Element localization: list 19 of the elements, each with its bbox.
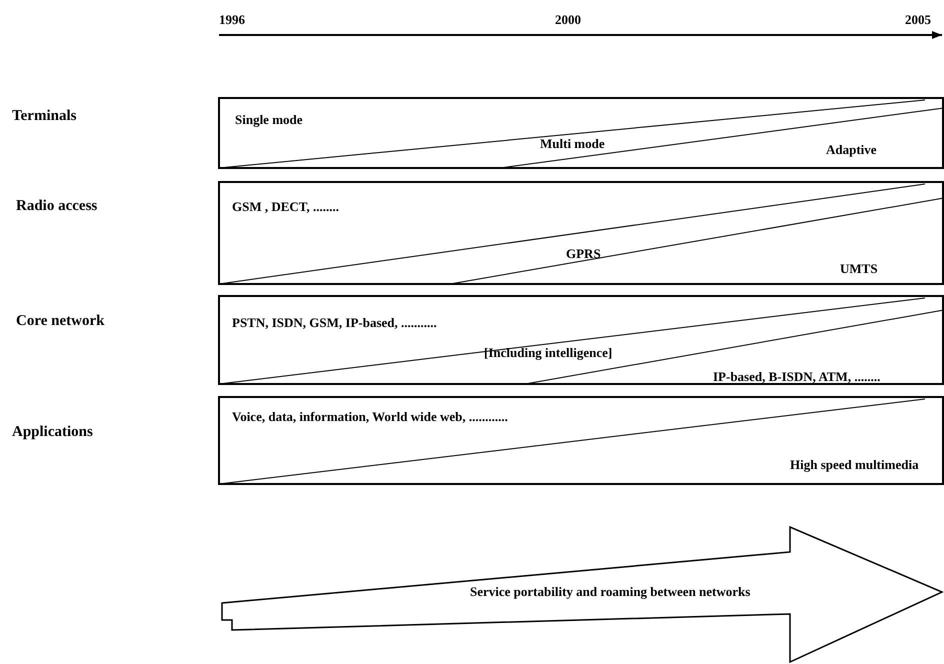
arrow-text: Service portability and roaming between networks [470, 584, 750, 599]
band-text: Single mode [235, 113, 303, 126]
band-text: IP-based, B-ISDN, ATM, ........ [713, 370, 880, 383]
band-text: [Including intelligence] [484, 346, 612, 359]
year-label: 2005 [905, 12, 931, 27]
row-heading: Terminals [12, 108, 76, 125]
band-text: GPRS [566, 247, 601, 260]
row-heading: Core network [16, 313, 104, 330]
band-text: High speed multimedia [790, 458, 919, 471]
year-label: 1996 [219, 12, 245, 27]
band-text: PSTN, ISDN, GSM, IP-based, ........... [232, 316, 437, 329]
row-heading: Applications [12, 424, 93, 441]
band-text: GSM , DECT, ........ [232, 200, 340, 213]
band-text: Multi mode [540, 137, 605, 150]
band-text: Adaptive [826, 143, 877, 156]
row-heading: Radio access [16, 198, 98, 215]
band-text: Voice, data, information, World wide web, ............ [232, 410, 508, 423]
year-label: 2000 [555, 12, 581, 27]
band-text: UMTS [840, 262, 878, 275]
